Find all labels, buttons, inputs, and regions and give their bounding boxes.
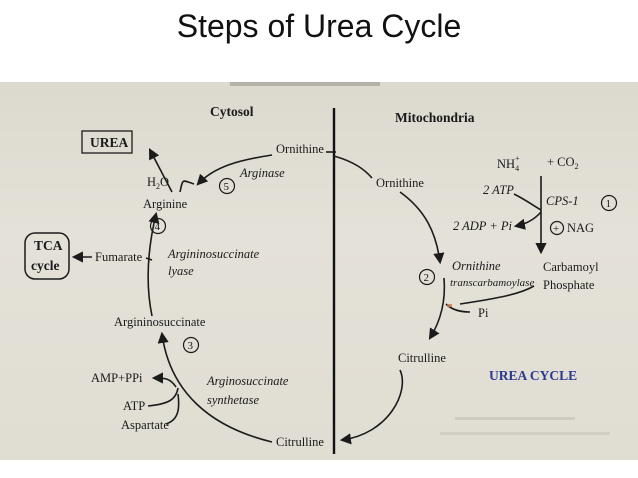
argininosuccinate-label: Argininosuccinate <box>114 315 206 329</box>
urea-label: UREA <box>90 135 129 150</box>
synthetase-arc <box>157 331 273 443</box>
diagram-photo: Cytosol Mitochondria UREA Ornithine Argi… <box>0 82 638 460</box>
urea-cycle-caption: UREA CYCLE <box>489 368 577 383</box>
cytosol-header: Cytosol <box>210 104 254 119</box>
synthetase-label-1: Arginosuccinate <box>206 374 289 388</box>
phosphate-label: Phosphate <box>543 278 595 292</box>
adp-pi-label: 2 ADP + Pi <box>453 219 513 233</box>
h2o-hook <box>179 180 195 193</box>
atp2-hook <box>513 193 542 211</box>
carbamoyl-label: Carbamoyl <box>543 260 599 274</box>
arginine-label: Arginine <box>143 197 188 211</box>
ornithine-to-otc-arc <box>399 191 445 265</box>
h2o-label: H2O <box>147 175 169 191</box>
step-1-badge <box>600 194 618 212</box>
lyase-arc <box>147 211 160 317</box>
nh4-sup: + <box>515 154 520 163</box>
pi-mark <box>447 304 452 307</box>
step-2-badge <box>418 268 436 286</box>
urea-release-arrow <box>148 148 173 193</box>
nag-plus: + <box>553 223 559 235</box>
step-1: 1 <box>606 198 612 210</box>
co2-sub: 2 <box>575 162 579 171</box>
synthetase-label-2: synthetase <box>207 393 260 407</box>
co2-label: + CO2 <box>547 155 579 171</box>
tca-line1: TCA <box>34 238 63 253</box>
ornithine-entry <box>333 155 373 179</box>
atp-hook <box>147 387 179 407</box>
otc-label-1: Ornithine <box>452 259 501 273</box>
urea-cycle-diagram: Cytosol Mitochondria UREA Ornithine Argi… <box>24 82 618 454</box>
lyase-label-1: Argininosuccinate <box>167 247 260 261</box>
tca-box <box>24 232 70 280</box>
h2o-o: O <box>160 175 169 189</box>
carbamoyl-hook <box>459 285 535 305</box>
aspartate-hook <box>165 393 180 425</box>
step-4: 4 <box>155 221 161 233</box>
ornithine-mito: Ornithine <box>376 176 424 190</box>
fumarate-label: Fumarate <box>95 250 143 264</box>
nh4-label: NH4+ <box>497 154 520 173</box>
adp-arrow <box>513 211 542 230</box>
amp-ppi-label: AMP+PPi <box>91 371 143 385</box>
atp2-label: 2 ATP <box>483 183 514 197</box>
step-3-badge <box>182 336 200 354</box>
nh4-text: NH <box>497 157 515 171</box>
citrulline-mito: Citrulline <box>398 351 446 365</box>
amp-arrow <box>151 372 177 388</box>
slide-title: Steps of Urea Cycle <box>176 8 462 44</box>
citrulline-bottom: Citrulline <box>276 435 324 449</box>
bg-remnant-2 <box>440 432 610 435</box>
tca-line2: cycle <box>31 258 59 273</box>
atp-label: ATP <box>123 399 145 413</box>
h2o-h: H <box>147 175 156 189</box>
pi-label: Pi <box>478 306 489 320</box>
step-2: 2 <box>424 272 430 284</box>
ornithine-top: Ornithine <box>276 142 324 156</box>
lyase-label-2: lyase <box>168 264 194 278</box>
nag-label: NAG <box>567 221 594 235</box>
arginase-label: Arginase <box>239 166 285 180</box>
nag-plus-badge <box>549 220 565 236</box>
h2o-sub: 2 <box>156 182 160 191</box>
urea-box <box>81 130 133 154</box>
co2-text: + CO <box>547 155 575 169</box>
nh4-sub: 4 <box>515 164 519 173</box>
step-5: 5 <box>224 181 230 193</box>
bg-remnant-1 <box>455 417 575 420</box>
aspartate-label: Aspartate <box>121 418 169 432</box>
mitochondria-header: Mitochondria <box>395 110 475 125</box>
cps1-label: CPS-1 <box>546 194 579 208</box>
arginase-arc <box>196 154 273 186</box>
step-3: 3 <box>188 340 194 352</box>
top-text-remnant <box>230 82 380 86</box>
otc-label-2: transcarbamoylase <box>450 277 534 289</box>
citrulline-export-arc <box>339 369 404 445</box>
otc-to-citrulline-arc <box>428 277 446 340</box>
fumarate-branch <box>145 257 153 261</box>
step-5-badge <box>218 177 236 195</box>
